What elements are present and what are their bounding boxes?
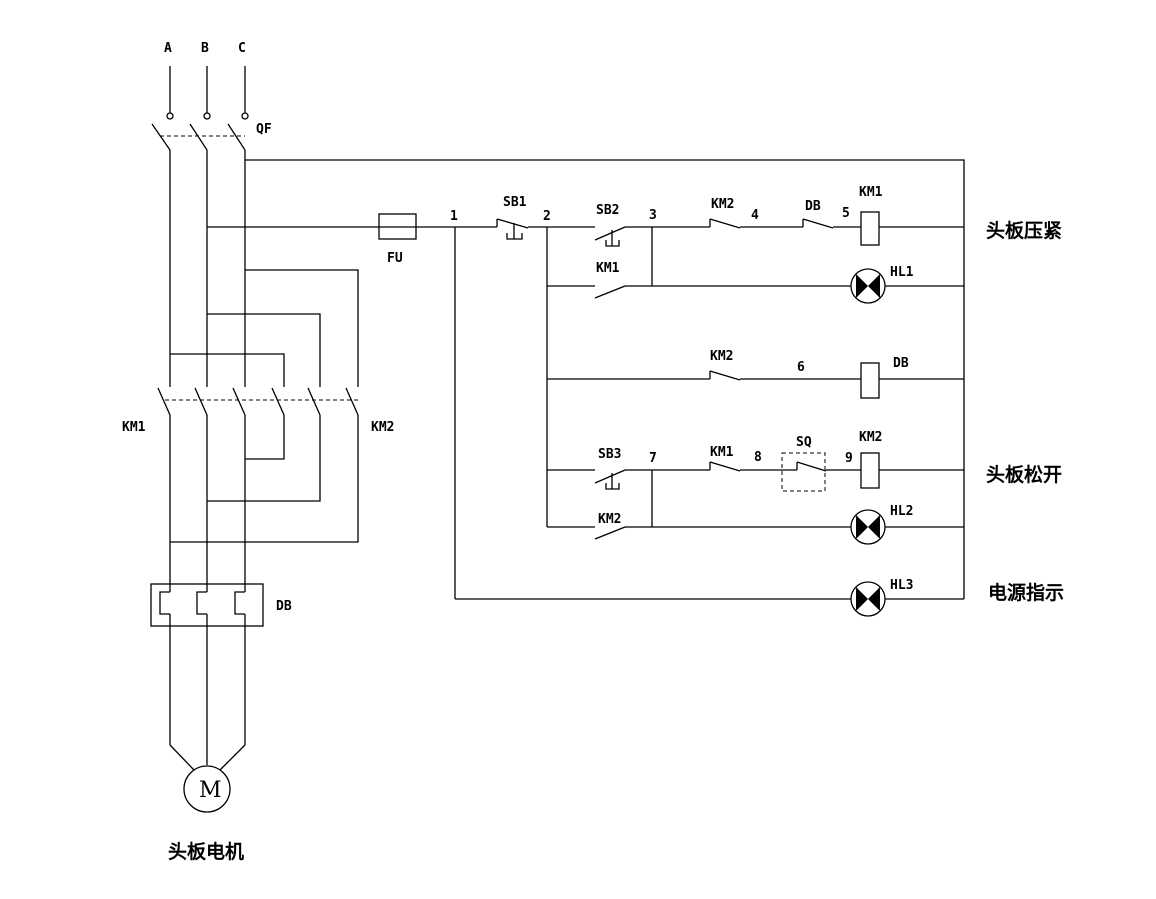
km1-coil	[860, 211, 880, 246]
neutral-rail	[245, 159, 965, 599]
function-power: 电源指示	[988, 581, 1064, 604]
node-9: 9	[845, 451, 853, 466]
motor-symbol-label: M	[199, 778, 222, 803]
node-1: 1	[450, 209, 458, 224]
sq-label: SQ	[796, 435, 812, 450]
node-4: 4	[751, 208, 759, 223]
node-8: 8	[754, 450, 762, 465]
hl1-label: HL1	[890, 265, 914, 280]
sb1-label: SB1	[503, 195, 527, 210]
sq-limit-switch: SQ	[781, 435, 827, 492]
db-coil	[860, 362, 880, 399]
km1-coil-label: KM1	[859, 185, 883, 200]
rung-clamp: SB2 3 KM2 4 DB 5 KM1 头板压紧	[547, 185, 1062, 286]
db-brake-unit: DB	[150, 583, 292, 627]
node-5: 5	[842, 206, 850, 221]
function-clamp: 头板压紧	[986, 219, 1062, 242]
motor: M	[183, 765, 231, 813]
sb1-stop-button: SB1	[496, 195, 547, 240]
phase-b-label: B	[201, 41, 209, 56]
km1-interlock-label: KM1	[710, 445, 734, 460]
phase-wires	[169, 150, 359, 387]
km2-main-label: KM2	[371, 420, 394, 435]
rung-db: KM2 6 DB	[547, 349, 964, 399]
node-3: 3	[649, 208, 657, 223]
phase-c-label: C	[238, 41, 246, 56]
main-power-circuit: A B C QF	[122, 41, 394, 863]
qf-breaker: QF	[151, 122, 272, 151]
motor-feed	[169, 614, 246, 771]
phase-terminals	[166, 66, 249, 120]
db-main-label: DB	[276, 599, 292, 614]
db-interlock-label: DB	[805, 199, 821, 214]
hl1-lamp-icon	[850, 268, 886, 304]
node-6: 6	[797, 360, 805, 375]
km2-hold-label: KM2	[598, 512, 621, 527]
node-2: 2	[543, 209, 551, 224]
km1-hold-label: KM1	[596, 261, 620, 276]
hl3-label: HL3	[890, 578, 913, 593]
sb2-label: SB2	[596, 203, 619, 218]
rung-km1-hold: KM1 HL1	[547, 261, 964, 304]
km2-main-contacts: KM2	[271, 387, 394, 435]
km2-coil	[860, 452, 880, 489]
km2-interlock-label: KM2	[711, 197, 734, 212]
fu-label: FU	[387, 251, 403, 266]
qf-label: QF	[256, 122, 272, 137]
rung-release: SB3 7 KM1 8 SQ 9 KM2 头板松开	[547, 430, 1062, 527]
control-circuit: FU 1 SB1 2 SB2 3 KM2	[207, 159, 1064, 617]
km2-db-contact-label: KM2	[710, 349, 733, 364]
km1-main-contacts: KM1	[122, 387, 358, 435]
motor-caption: 头板电机	[168, 840, 244, 863]
phase-a-label: A	[164, 41, 172, 56]
fuse-fu: FU	[378, 213, 417, 266]
km2-coil-label: KM2	[859, 430, 882, 445]
hl3-lamp-icon	[850, 581, 886, 617]
sb3-label: SB3	[598, 447, 621, 462]
rung-km2-hold: KM2 HL2	[547, 504, 964, 545]
contactor-outputs	[169, 415, 359, 592]
function-release: 头板松开	[986, 463, 1062, 486]
rung-power-indicator: HL3 电源指示	[455, 578, 1064, 617]
km1-main-label: KM1	[122, 420, 146, 435]
node-7: 7	[649, 451, 657, 466]
db-coil-label: DB	[893, 356, 909, 371]
hl2-lamp-icon	[850, 509, 886, 545]
hl2-label: HL2	[890, 504, 913, 519]
